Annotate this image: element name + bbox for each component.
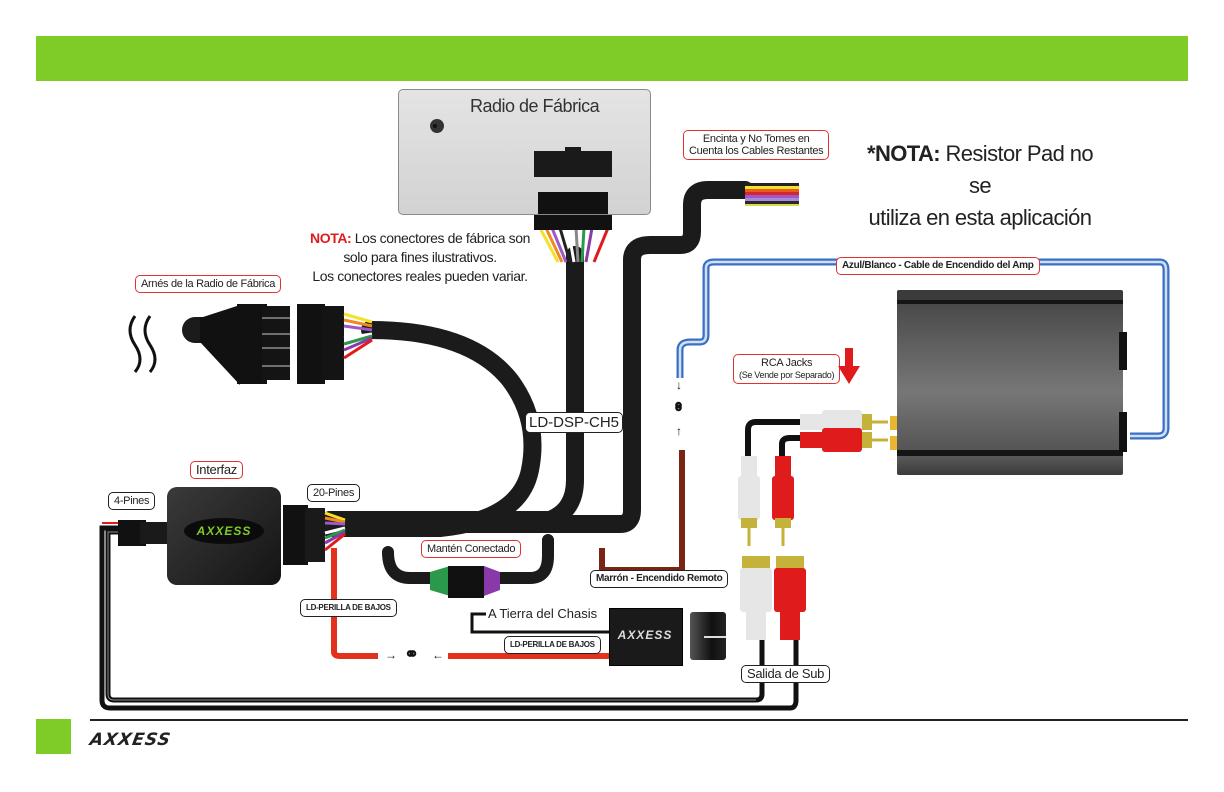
bass-knob-label-2: LD-PERILLA DE BAJOS	[504, 636, 601, 654]
bass-knob-indicator	[704, 636, 726, 638]
ground-wire	[470, 612, 610, 634]
resistor-note-line2: utiliza en esta aplicación	[868, 205, 1092, 230]
keep-connected-label: Mantén Conectado	[421, 540, 522, 558]
amp-turn-on-label: Azul/Blanco - Cable de Encendido del Amp	[836, 257, 1040, 275]
footer-divider	[90, 719, 1188, 721]
factory-harness-label: Arnés de la Radio de Fábrica	[135, 275, 282, 293]
radio-connector-wires	[538, 227, 610, 263]
tape-note-line1: Encinta y No Tomes en	[702, 133, 810, 145]
sub-out-label: Salida de Sub	[741, 665, 831, 683]
four-pin-connector	[102, 520, 168, 546]
brand-logo: AXXESS	[88, 730, 173, 750]
arrow-right-icon: →	[385, 648, 397, 662]
bass-knob-logo: AXXESS	[617, 628, 673, 642]
red-bass-knob-wire	[331, 548, 610, 659]
bass-knob-module	[609, 608, 683, 666]
twenty-pin-connector	[283, 505, 346, 565]
keep-connected-plug	[430, 566, 500, 598]
resistor-note-text: Resistor Pad no se	[945, 141, 1094, 198]
blue-white-wire	[676, 258, 1170, 440]
rca-jacks-label: RCA Jacks (Se Vende por Separado)	[733, 354, 841, 384]
chassis-ground-label: A Tierra del Chasis	[488, 606, 598, 621]
amplifier	[897, 290, 1127, 475]
rca-jacks-title: RCA Jacks	[761, 357, 813, 369]
factory-harness-wires	[343, 312, 373, 360]
factory-radio-title: Radio de Fábrica	[470, 96, 600, 116]
rca-arrow-head-icon	[838, 366, 860, 384]
rca-jacks	[738, 410, 898, 546]
factory-harness	[128, 304, 344, 385]
resistor-note-bold: *NOTA:	[866, 141, 941, 166]
arrow-down-icon: ↓	[676, 378, 682, 392]
four-pin-label: 4-Pines	[108, 492, 156, 510]
footer-accent	[36, 719, 71, 754]
tape-note-line2: Cuenta los Cables Restantes	[689, 145, 824, 157]
amp-terminal-bottom	[1119, 412, 1127, 452]
connector-note-line2: solo para fines ilustrativos.	[343, 249, 497, 265]
rca-jacks-subtitle: (Se Vende por Separado)	[739, 370, 835, 380]
interface-logo: AXXESS	[184, 518, 264, 544]
header-bar	[36, 36, 1188, 81]
interface-label: Interfaz	[190, 461, 243, 479]
arrow-left-icon: ←	[432, 648, 444, 662]
rca-arrow-icon	[845, 348, 853, 368]
link-icon-bass: ⚭	[404, 644, 420, 664]
twenty-pin-label: 20-Pines	[307, 484, 361, 502]
connector-note-line1: Los conectores de fábrica son	[354, 230, 531, 246]
amp-terminal-top	[1119, 332, 1127, 370]
unused-wires	[745, 183, 799, 206]
connector-note-bold: NOTA:	[310, 230, 352, 246]
tape-note-label: Encinta y No Tomes en Cuenta los Cables …	[683, 130, 830, 160]
connector-note: NOTA: Los conectores de fábrica son solo…	[300, 229, 540, 286]
link-icon: ⚭	[668, 398, 689, 415]
connector-note-line3: Los conectores reales pueden variar.	[312, 268, 528, 284]
four-pin-cables	[99, 525, 799, 711]
resistor-note: *NOTA: Resistor Pad no se utiliza en est…	[860, 138, 1100, 234]
brown-remote-wire	[599, 450, 685, 573]
sub-out-rca	[740, 556, 806, 640]
arrow-up-icon: ↑	[676, 424, 682, 438]
bass-knob-label-1: LD-PERILLA DE BAJOS	[300, 599, 397, 617]
harness-name-label: LD-DSP-CH5	[525, 412, 624, 433]
remote-turn-on-label: Marrón - Encendido Remoto	[590, 570, 729, 588]
